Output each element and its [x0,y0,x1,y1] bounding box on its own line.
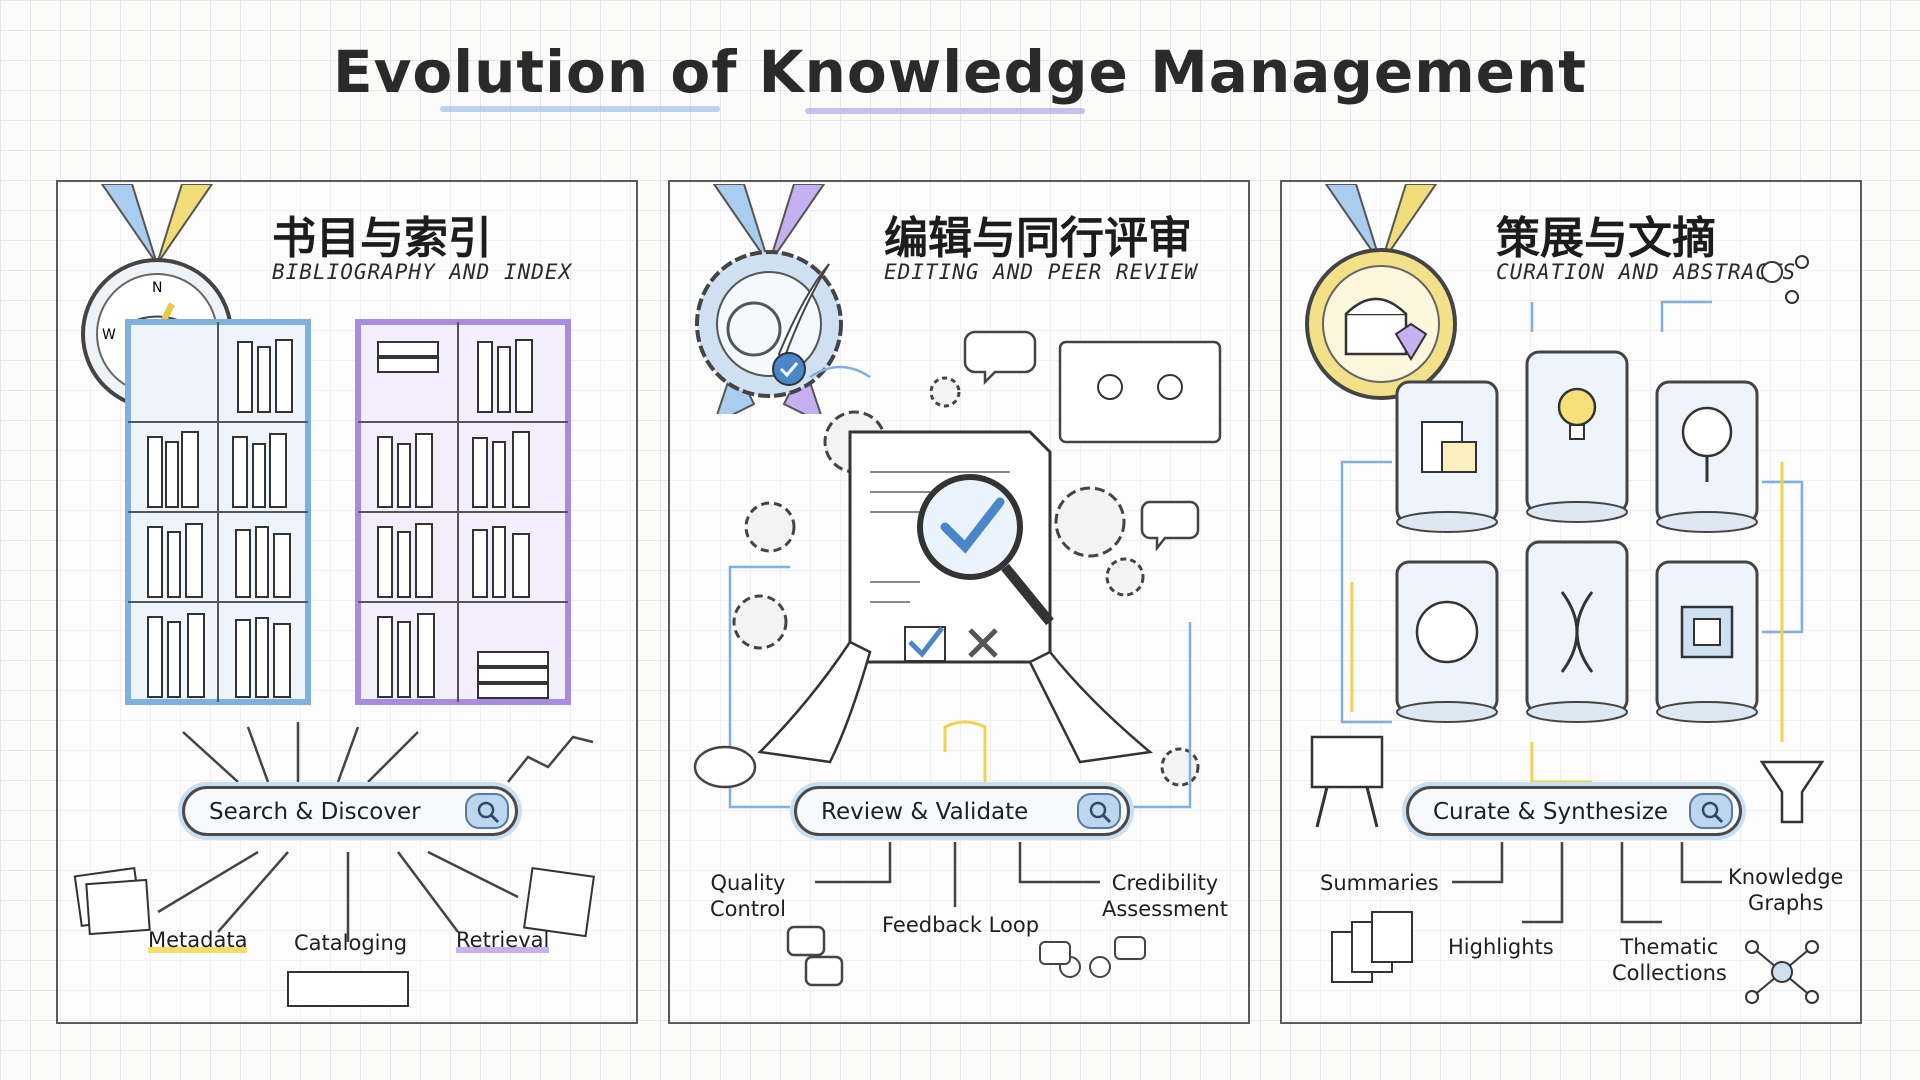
panel-title-en: BIBLIOGRAPHY AND INDEX [272,260,573,284]
review-validate-label: Review & Validate [821,799,1029,825]
panel-title-cn: 编辑与同行评审 [884,213,1192,264]
label-thematic-collections: Thematic Collections [1612,935,1727,985]
panel-curation: 策展与文摘 CURATION AND ABSTRACTS [1280,180,1862,1024]
search-discover-bar[interactable]: Search & Discover [182,786,518,836]
label-retrieval: Retrieval [456,928,550,952]
magnifier-icon [1701,801,1724,824]
search-button[interactable] [465,793,509,829]
panel-title-cn: 书目与索引 [272,213,492,264]
magnifier-icon [1089,801,1112,824]
label-metadata: Metadata [148,928,248,952]
title-accent-right [805,108,1085,114]
search-button[interactable] [1077,793,1121,829]
search-button[interactable] [1689,793,1733,829]
panel-title-en: EDITING AND PEER REVIEW [884,260,1198,284]
title-accent-left [440,106,720,112]
magnifier-icon [477,801,500,824]
bookshelf-illustration [73,319,595,1007]
panel-editing: 编辑与同行评审 EDITING AND PEER REVIEW [668,180,1250,1024]
label-feedback-loop: Feedback Loop [882,913,1040,937]
display-cases-illustration [1310,255,1825,1004]
label-quality-control: Quality Control [710,871,786,921]
label-cataloging: Cataloging [294,931,408,955]
label-knowledge-graphs: Knowledge Graphs [1728,865,1844,915]
search-discover-label: Search & Discover [209,799,421,825]
curate-synthesize-bar[interactable]: Curate & Synthesize [1406,786,1742,836]
panel-bibliography: N E S W 书目与索引 BIBLIOGRAPHY AND INDEX [56,180,638,1024]
review-validate-bar[interactable]: Review & Validate [794,786,1130,836]
panel-title-cn: 策展与文摘 [1496,213,1716,264]
label-credibility-assessment: Credibility Assessment [1102,871,1228,921]
compass-n: N [152,280,162,296]
label-highlights: Highlights [1448,935,1554,959]
panel-title-en: CURATION AND ABSTRACTS [1496,260,1797,284]
label-summaries: Summaries [1320,871,1439,895]
compass-w: W [102,327,116,343]
peer-review-illustration [693,330,1222,987]
curate-synthesize-label: Curate & Synthesize [1433,799,1669,825]
page-title: Evolution of Knowledge Management [332,38,1588,106]
treasure-chest-medal-icon [1305,184,1457,400]
quill-gear-badge-icon [695,184,843,414]
